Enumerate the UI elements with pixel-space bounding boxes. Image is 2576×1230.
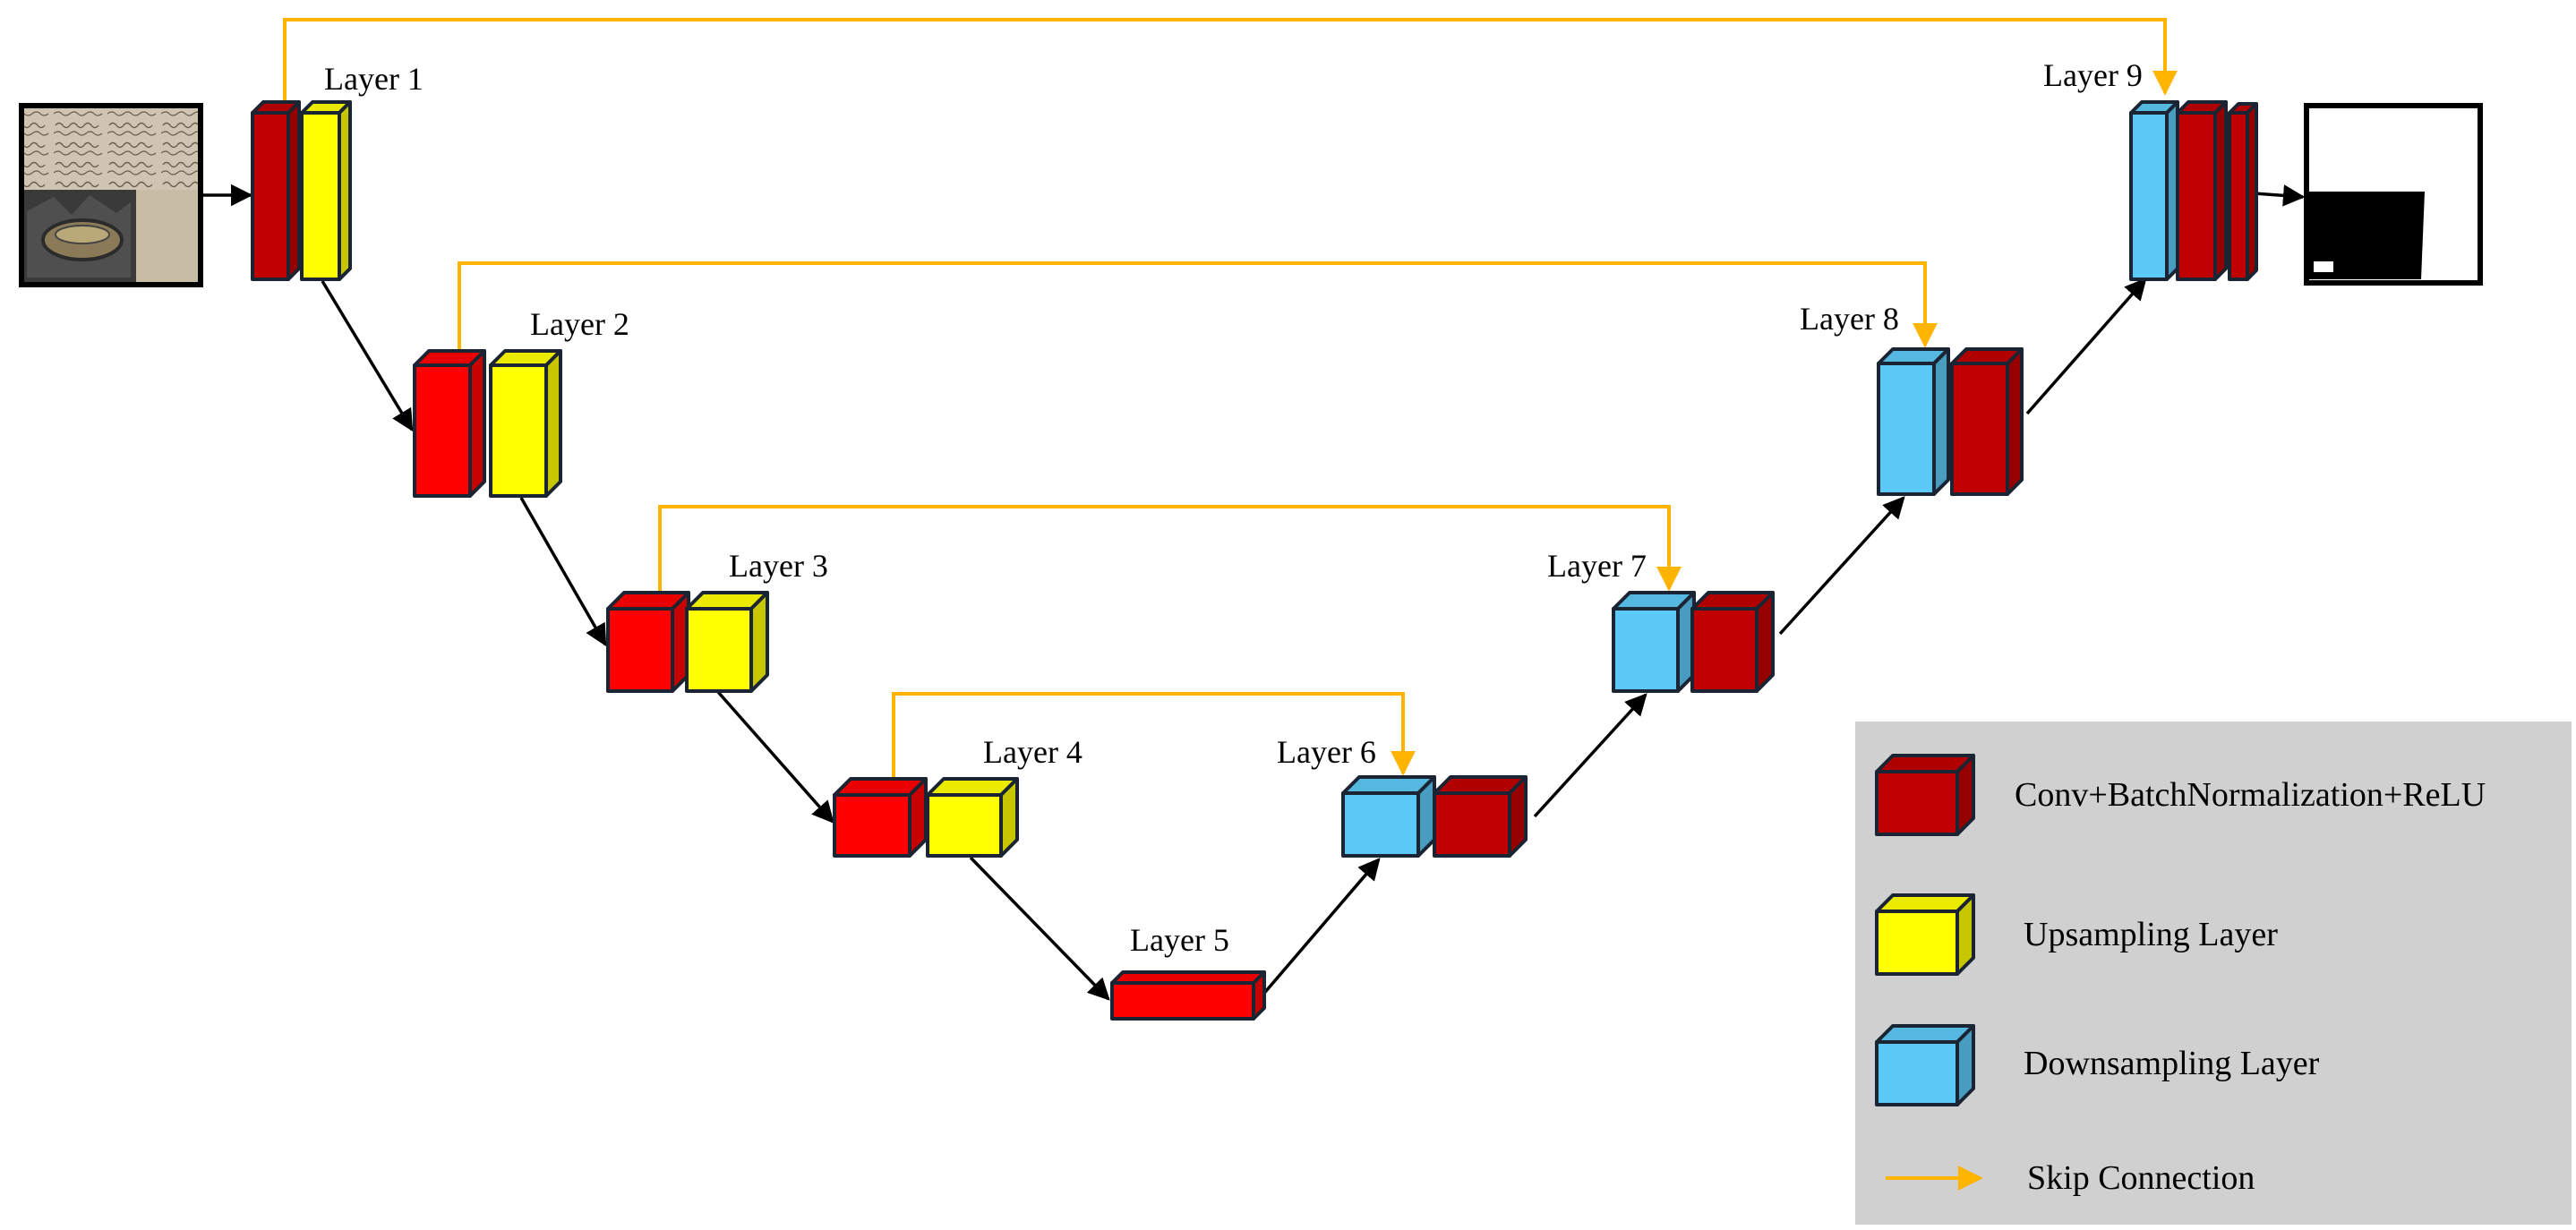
l7-conv-block — [1690, 591, 1775, 693]
arrow-l9-to-output — [2254, 184, 2306, 207]
l3-conv-block — [606, 591, 690, 693]
layer-label-5: Layer 5 — [1130, 922, 1229, 958]
layer-label-3: Layer 3 — [729, 548, 828, 584]
l4-upsampling-block — [926, 777, 1019, 858]
layer-label-6: Layer 6 — [1277, 734, 1376, 770]
output-mask — [2304, 103, 2483, 286]
legend-upsampling-label: Upsampling Layer — [2024, 916, 2278, 953]
layer-label-9: Layer 9 — [2043, 57, 2143, 93]
legend-downsampling-label: Downsampling Layer — [2024, 1045, 2320, 1082]
skip-connection-2-8 — [458, 261, 1938, 356]
arrow-l6-to-l7 — [1533, 693, 1647, 818]
l1-upsampling-block — [300, 100, 352, 281]
skip-connections — [283, 18, 2178, 777]
l8-downsampling-block — [1877, 347, 1950, 496]
l4-conv-block — [833, 777, 928, 858]
legend: Conv+BatchNormalization+ReLU Upsampling … — [1855, 722, 2572, 1225]
layer-label-4: Layer 4 — [983, 734, 1083, 770]
network-blocks — [251, 100, 2258, 1021]
arrow-l3-to-l4 — [716, 690, 834, 824]
arrow-l2-to-l3 — [519, 497, 607, 647]
segmentation-mask-icon — [2308, 192, 2425, 279]
skip-connection-3-7 — [658, 505, 1682, 596]
layer-label-8: Layer 8 — [1800, 301, 1899, 337]
legend-skip-label: Skip Connection — [2027, 1159, 2255, 1197]
l2-conv-block — [413, 349, 486, 498]
arrow-l4-to-l5 — [969, 856, 1110, 1001]
legend-conv-swatch — [1875, 754, 1975, 836]
arrow-l5-to-l6 — [1259, 858, 1381, 999]
arrow-l7-to-l8 — [1778, 496, 1905, 636]
l9-conv-block-a — [2176, 100, 2228, 281]
legend-downsampling-swatch — [1875, 1024, 1975, 1106]
l7-downsampling-block — [1612, 591, 1696, 693]
l5-conv-block — [1110, 970, 1266, 1021]
input-image — [19, 103, 203, 287]
flow-arrows — [201, 184, 2306, 1001]
l6-conv-block — [1433, 775, 1528, 858]
l8-conv-block — [1950, 347, 2024, 496]
l9-downsampling-block — [2129, 100, 2179, 281]
l6-downsampling-block — [1341, 775, 1436, 858]
legend-swatches — [1875, 754, 1975, 1106]
l9-conv-block-b — [2228, 102, 2258, 281]
layer-labels: Layer 1 Layer 2 Layer 3 Layer 4 Layer 5 … — [324, 57, 2143, 958]
legend-conv-label: Conv+BatchNormalization+ReLU — [2015, 776, 2486, 814]
l2-upsampling-block — [489, 349, 562, 498]
arrow-l1-to-l2 — [321, 280, 414, 432]
arrow-l8-to-l9 — [2025, 278, 2147, 415]
layer-label-2: Layer 2 — [530, 306, 629, 342]
skip-connection-1-9 — [283, 18, 2178, 106]
layer-label-7: Layer 7 — [1547, 548, 1647, 584]
legend-upsampling-swatch — [1875, 893, 1975, 976]
l3-upsampling-block — [685, 591, 769, 693]
layer-label-1: Layer 1 — [324, 61, 424, 97]
l1-conv-block — [251, 100, 301, 281]
skip-connection-4-6 — [892, 692, 1416, 777]
